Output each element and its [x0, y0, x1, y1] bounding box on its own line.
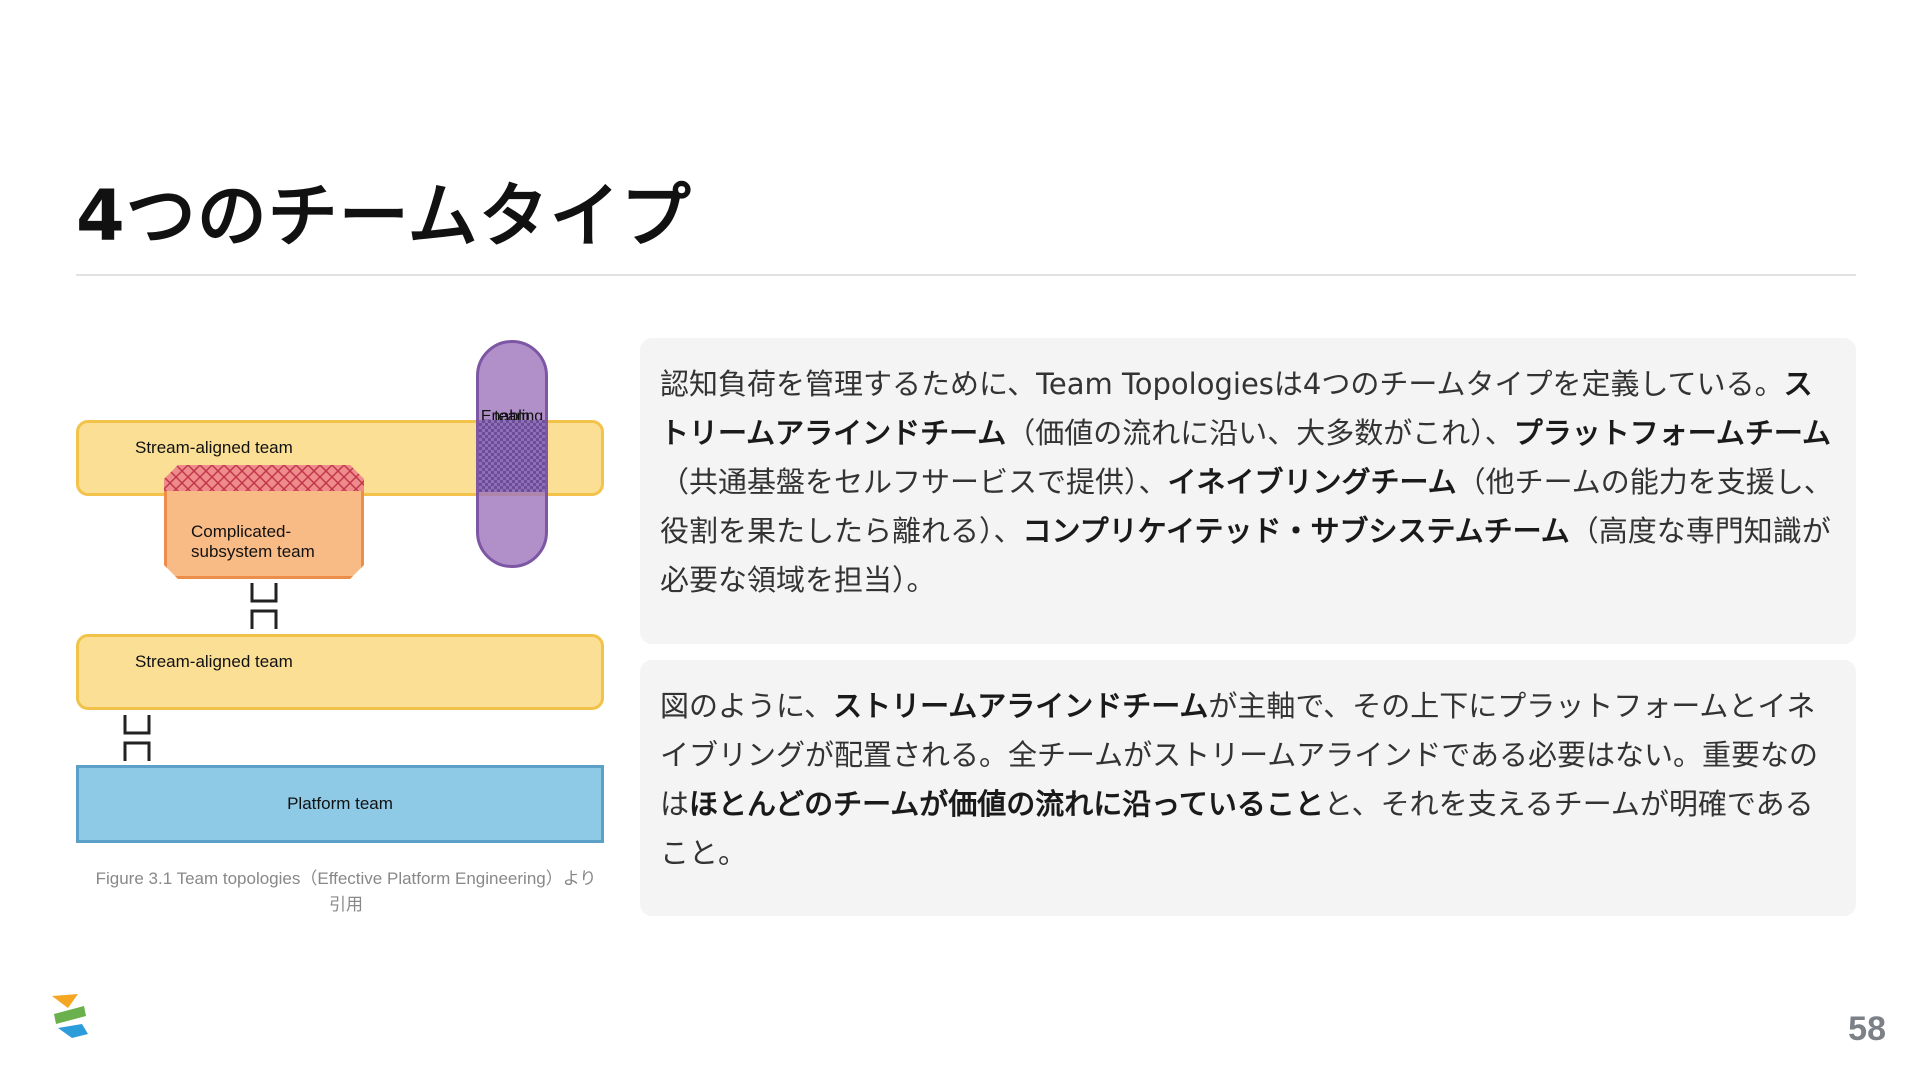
figure-caption-line2: 引用 — [329, 895, 363, 914]
panel1-text-3: （共通基盤をセルフサービスで提供）、 — [660, 465, 1168, 499]
title-divider — [76, 274, 1856, 276]
panel1-bold-complicated: コンプリケイテッド・サブシステムチーム — [1022, 514, 1570, 548]
panel1-bold-enabling: イネイブリングチーム — [1167, 465, 1457, 499]
enabling-team-label: Enabling team — [479, 375, 545, 425]
complicated-label-line2: subsystem team — [191, 542, 315, 561]
complicated-overlap-hatch — [164, 465, 364, 491]
complicated-label-line1: Complicated- — [191, 522, 292, 541]
figure-caption-line1: Figure 3.1 Team topologies（Effective Pla… — [95, 869, 597, 888]
page-title: 4つのチームタイプ — [76, 175, 692, 257]
panel1-bold-platform: プラットフォームチーム — [1513, 416, 1832, 450]
complicated-subsystem-team-label: Complicated- subsystem team — [191, 522, 315, 562]
panel1-text-2: （価値の流れに沿い、大多数がこれ）、 — [1006, 416, 1514, 450]
stream-aligned-team-bottom-label: Stream-aligned team — [135, 652, 293, 671]
panel1-bold-stream-aligned: ストリームアラインドチーム — [660, 367, 1813, 450]
panel2-text-2: が主軸で、その上下にプラットフォームとイネイブリングが配置される。全チームがスト… — [660, 689, 1818, 821]
interaction-connector-lower — [123, 715, 151, 761]
panel2-text-1: 図のように、 — [660, 689, 834, 723]
enabling-overlap-pattern — [479, 420, 545, 492]
figure-caption: Figure 3.1 Team topologies（Effective Pla… — [76, 866, 616, 918]
panel1-text-4: （他チームの能力を支援し、役割を果たしたら離れる）、 — [660, 465, 1833, 548]
platform-team: Platform team — [76, 765, 604, 843]
explanation-panel-team-types: 認知負荷を管理するために、Team Topologiesは4つのチームタイプを定… — [640, 338, 1856, 644]
interaction-connector-upper — [250, 583, 278, 629]
platform-team-label: Platform team — [287, 794, 393, 813]
explanation-panel-structure: 図のように、ストリームアラインドチームが主軸で、その上下にプラットフォームとイネ… — [640, 660, 1856, 916]
stream-aligned-team-bottom: Stream-aligned team — [76, 634, 604, 710]
panel1-text-1: 認知負荷を管理するために、Team Topologiesは4つのチームタイプを定… — [660, 367, 1784, 401]
stream-aligned-team-top-label: Stream-aligned team — [135, 438, 293, 457]
team-topologies-diagram: Stream-aligned team Complicated- subsyst… — [76, 340, 616, 860]
panel2-bold-key-point: ほとんどのチームが価値の流れに沿っていること — [689, 787, 1324, 821]
page-number: 58 — [1848, 1010, 1886, 1048]
company-logo-icon — [52, 994, 88, 1038]
panel2-text-3: と、それを支えるチームが明確であること。 — [660, 787, 1814, 870]
panel2-bold-stream-aligned: ストリームアラインドチーム — [833, 689, 1209, 723]
panel1-text-5: （高度な専門知識が必要な領域を担当）。 — [660, 514, 1831, 597]
